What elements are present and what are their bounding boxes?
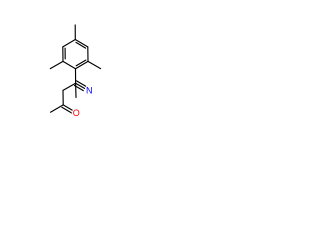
nitrogen-label-background [84, 85, 94, 95]
ring-bond [74, 38, 89, 48]
nitrogen-label: N [86, 86, 93, 96]
oxygen-label-background [71, 108, 81, 118]
oxygen-label: O [73, 108, 80, 118]
mesityl-ring [62, 38, 89, 70]
ortho-methyl-bond-left [49, 60, 64, 70]
ring-bond [62, 60, 77, 70]
ring-bond [74, 60, 89, 70]
chain-bond [62, 82, 77, 91]
ketone-methyl-bond [49, 104, 64, 113]
side-chain [49, 68, 77, 114]
oxygen-atom: O [71, 108, 81, 118]
nitrile-group [73, 80, 87, 92]
carbonyl-double-bond [61, 106, 73, 114]
nitrile-triple-bond [75, 82, 86, 89]
molecule-structure: N O [49, 24, 102, 118]
nitrogen-atom: N [84, 85, 94, 96]
nitrile-triple-bond [76, 80, 87, 87]
carbonyl-double-bond [62, 104, 74, 112]
ortho-methyl-bond-right [87, 60, 102, 70]
nitrile-triple-bond [73, 84, 84, 92]
ring-bond [62, 38, 76, 48]
ring-double-bond [75, 41, 87, 49]
ring-double-bond [75, 59, 87, 67]
methyl-groups [49, 24, 102, 70]
